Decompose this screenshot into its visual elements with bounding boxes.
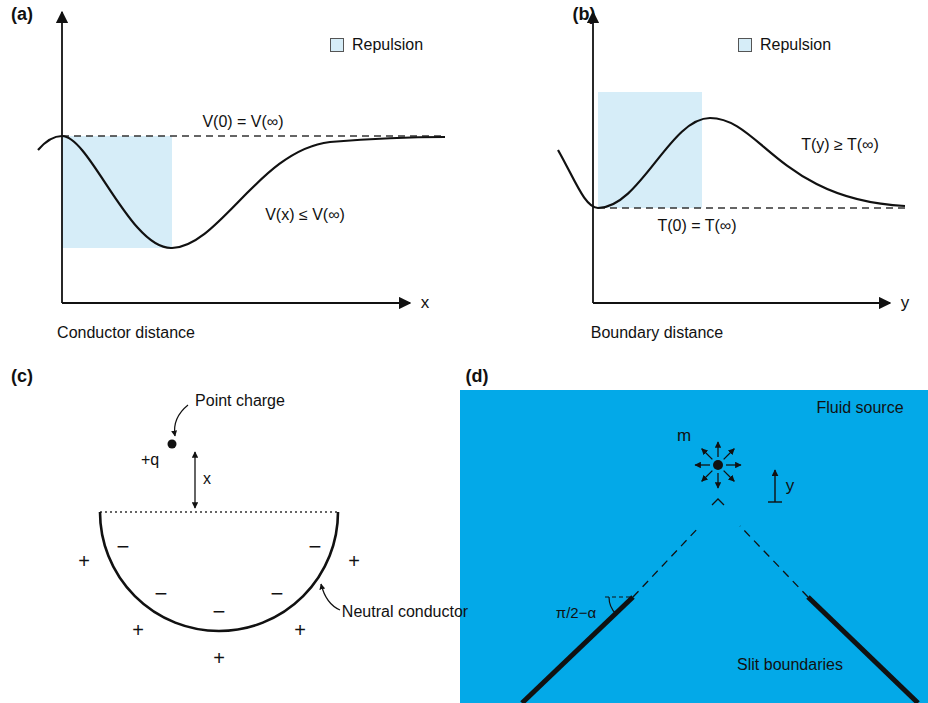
part-label: Slit boundaries (737, 656, 843, 674)
time-curve (558, 118, 905, 208)
opening-line (100, 511, 338, 512)
source-ray (717, 442, 718, 457)
distance-arrow (194, 452, 195, 508)
distance-label: x (203, 470, 211, 488)
legend-swatch (330, 38, 344, 52)
axis-title: Conductor distance (57, 324, 195, 342)
fluid-source (713, 460, 723, 470)
induced-charge: − (155, 581, 168, 606)
panel-letter: (a) (11, 4, 33, 25)
legend-text: Repulsion (352, 36, 423, 54)
part-label: Neutral conductor (342, 603, 468, 621)
induced-charge: − (213, 599, 226, 624)
asymptote-line (598, 207, 905, 208)
panel-letter: (b) (573, 4, 596, 25)
repulsion-region (598, 92, 702, 208)
slit-extension (740, 526, 808, 597)
y-arrow (774, 470, 775, 502)
induced-charge: + (213, 647, 225, 670)
panel-letter: (d) (466, 366, 489, 387)
induced-charge: − (117, 534, 130, 559)
source-ray (724, 471, 735, 482)
source-ray (717, 473, 718, 488)
axis-title: Boundary distance (591, 324, 724, 342)
induced-charge: − (271, 581, 284, 606)
panel-letter: (c) (11, 366, 33, 387)
legend-swatch (738, 38, 752, 52)
charge-label: +q (141, 451, 159, 469)
slit-boundary (522, 597, 633, 703)
part-label: Point charge (195, 392, 285, 410)
source-ray (702, 471, 713, 482)
leader-line (175, 405, 188, 436)
apex-mark (712, 499, 724, 505)
x-axis (593, 302, 890, 304)
source-ray (724, 449, 735, 460)
induced-charge: + (348, 550, 360, 573)
angle-label: π/2−α (556, 604, 596, 621)
x-axis (62, 302, 410, 304)
y-axis (592, 12, 594, 303)
asymptote-line (62, 135, 445, 136)
axis-note: V(0) = V(∞) (202, 113, 283, 131)
induced-charge: + (78, 550, 90, 573)
source-ray (695, 464, 710, 465)
point-charge (168, 440, 177, 449)
fluid-region (460, 390, 928, 703)
induced-charge: + (294, 619, 306, 642)
slit-boundary (808, 597, 918, 703)
y-tick (768, 501, 782, 502)
source-ray (726, 464, 741, 465)
strength-label: m (677, 426, 691, 446)
curve-note: V(x) ≤ V(∞) (265, 206, 345, 224)
y-axis (61, 12, 63, 303)
region-label: Fluid source (816, 399, 903, 417)
repulsion-region (62, 136, 172, 248)
induced-charge: + (132, 619, 144, 642)
induced-charge: − (309, 534, 322, 559)
potential-curve (38, 136, 445, 248)
axis-label: x (421, 293, 430, 313)
axis-label: y (786, 476, 795, 496)
leader-line (321, 584, 340, 610)
axis-note: T(0) = T(∞) (657, 217, 736, 235)
neutral-conductor (100, 512, 338, 631)
source-ray (702, 449, 713, 460)
axis-label: y (901, 293, 910, 313)
source-rays (695, 442, 741, 488)
legend-text: Repulsion (760, 36, 831, 54)
slit-extension (633, 526, 700, 597)
curve-note: T(y) ≥ T(∞) (801, 136, 879, 154)
